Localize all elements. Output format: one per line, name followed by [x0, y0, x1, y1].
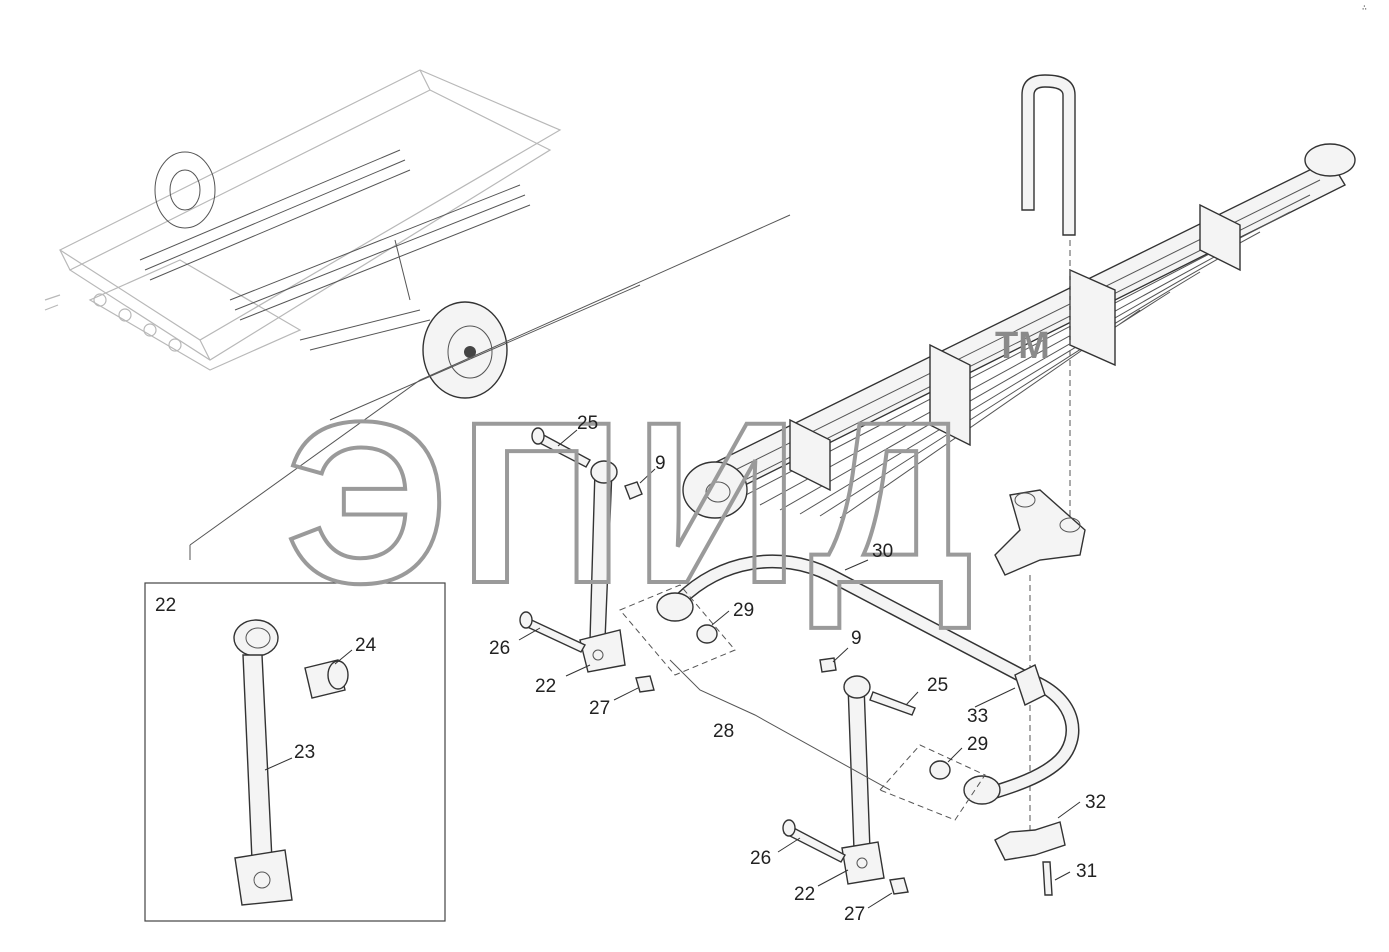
- callout-27-lower: 27: [844, 904, 865, 925]
- watermark: ЭПИД TM: [283, 325, 1050, 633]
- nut-9-lower: [819, 657, 837, 673]
- clamp-32: [994, 821, 1066, 861]
- leader-lines: [264, 429, 1081, 909]
- callout-27-upper: 27: [589, 698, 610, 719]
- callout-33: 33: [967, 706, 988, 727]
- link-arm-lower: [841, 675, 885, 885]
- bolt-31: [1042, 861, 1053, 896]
- nut-9-upper: [624, 481, 643, 500]
- spring-bracket: [994, 489, 1086, 576]
- dashed-box-lower: [879, 744, 986, 821]
- chassis-assembly: [44, 69, 562, 399]
- watermark-tm: TM: [995, 325, 1050, 367]
- callout-30: 30: [872, 541, 893, 562]
- callout-28: 28: [713, 721, 734, 742]
- u-bolt: [1021, 74, 1076, 236]
- nut-27-upper: [635, 675, 655, 693]
- stabilizer-bar: [656, 554, 1080, 805]
- leaf-spring: [682, 143, 1356, 519]
- dashed-box-upper: [619, 584, 736, 676]
- bolt-25-lower: [869, 691, 916, 716]
- callout-25-upper: 25: [577, 413, 598, 434]
- callout-29-lower: 29: [967, 734, 988, 755]
- bushing-29-lower: [929, 760, 951, 780]
- callout-26-upper: 26: [489, 638, 510, 659]
- inset-bushing-24: [304, 659, 349, 699]
- link-arm-upper: [579, 460, 626, 673]
- callout-22-upper: 22: [535, 676, 556, 697]
- bracket-28: [669, 659, 891, 791]
- callout-29-upper: 29: [733, 600, 754, 621]
- callout-31: 31: [1076, 861, 1097, 882]
- callout-23: 23: [294, 742, 315, 763]
- nut-27-lower: [889, 877, 909, 895]
- inset-box: [144, 582, 446, 922]
- corner-mark: ∴: [1362, 3, 1367, 12]
- callout-32: 32: [1085, 792, 1106, 813]
- callout-24: 24: [355, 635, 377, 656]
- callout-9-upper: 9: [655, 453, 666, 474]
- callout-26-lower: 26: [750, 848, 771, 869]
- bolt-26-lower: [782, 819, 846, 863]
- callout-25-lower: 25: [927, 675, 948, 696]
- guide-line-lower: [329, 284, 641, 421]
- bolt-25-upper: [531, 427, 591, 468]
- guide-line-upper: [189, 214, 791, 546]
- bolt-26-upper: [519, 611, 586, 653]
- bushing-29-upper: [696, 624, 718, 644]
- inset-title: 22: [155, 595, 176, 616]
- watermark-brand: ЭПИД: [285, 374, 983, 631]
- callout-9-lower: 9: [851, 628, 862, 649]
- inset-link-arm: [233, 619, 293, 906]
- callout-22-lower: 22: [794, 884, 815, 905]
